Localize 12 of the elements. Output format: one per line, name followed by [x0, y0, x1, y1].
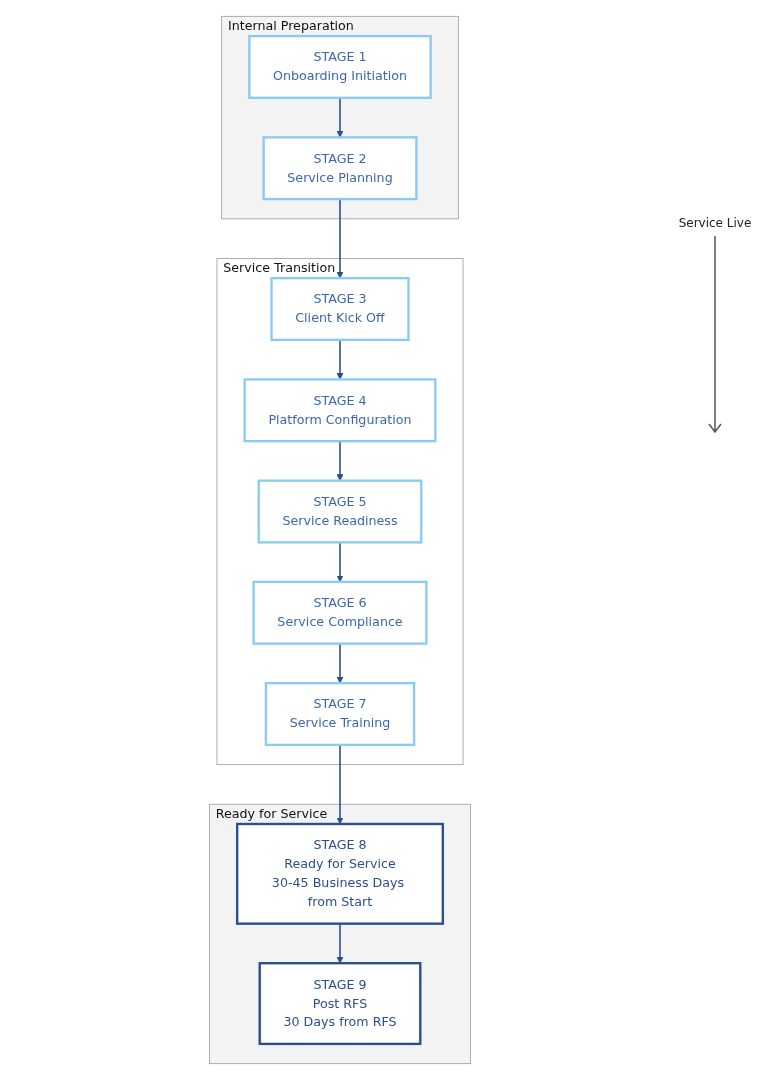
note-label: Service Live — [678, 216, 752, 230]
node-box: STAGE 1 Onboarding Initiation — [248, 34, 432, 99]
node-box: STAGE 5 Service Readiness — [257, 479, 423, 544]
node-box: STAGE 9 Post RFS 30 Days from RFS — [258, 962, 422, 1046]
node-box: STAGE 2 Service Planning — [262, 136, 418, 201]
node-box: STAGE 7 Service Training — [264, 682, 416, 747]
node-box: STAGE 8 Ready for Service 30-45 Business Days from Start — [235, 822, 445, 925]
node-box: STAGE 4 Platform Configuration — [243, 378, 437, 443]
arrow — [336, 339, 344, 380]
node-box: STAGE 3 Client Kick Off — [270, 276, 410, 342]
arrow — [336, 97, 344, 138]
node-box: STAGE 6 Service Compliance — [252, 580, 428, 645]
